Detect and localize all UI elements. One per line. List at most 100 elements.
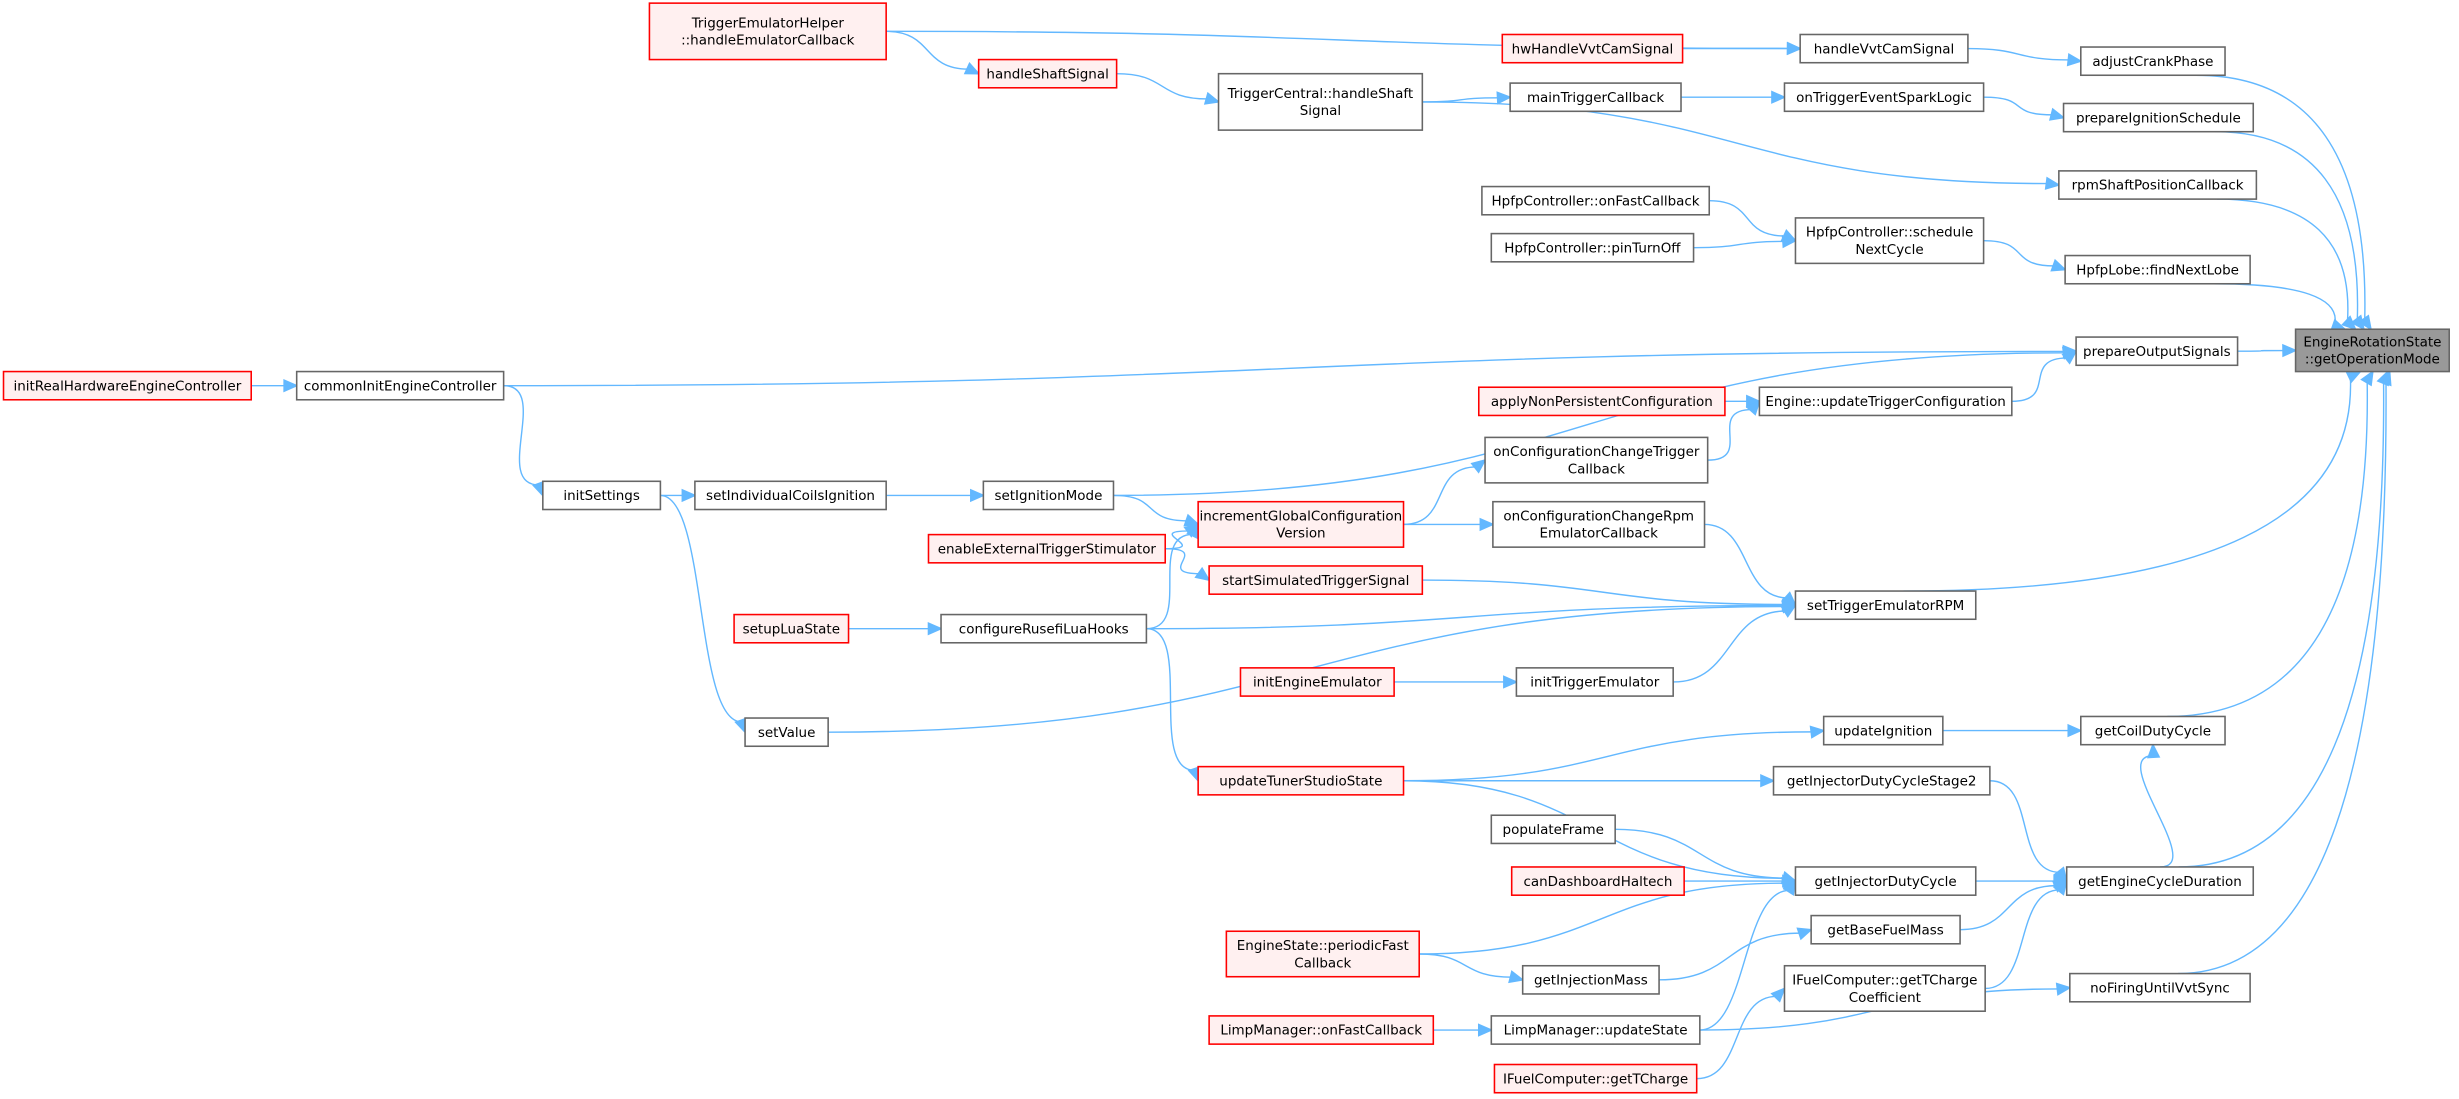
arrowhead-icon (1771, 90, 1787, 104)
node-limp-on-fast[interactable]: LimpManager::onFastCallback (1208, 1015, 1435, 1045)
node-get-injection-mass[interactable]: getInjectionMass (1521, 964, 1660, 995)
arrowhead-icon (681, 488, 697, 503)
edge-configure-lua-to-set-trigger-emulator-rpm (1146, 604, 1785, 630)
node-limp-update-state[interactable]: LimpManager::updateState (1490, 1015, 1701, 1045)
node-box (1758, 386, 2013, 417)
node-can-dashboard-haltech[interactable]: canDashboardHaltech (1510, 866, 1685, 896)
node-label: populateFrame (1503, 822, 1604, 838)
node-update-tuner-studio[interactable]: updateTunerStudioState (1197, 765, 1405, 796)
node-configure-lua[interactable]: configureRusefiLuaHooks (940, 613, 1148, 644)
node-get-engine-cycle-duration[interactable]: getEngineCycleDuration (2065, 866, 2255, 896)
node-on-trigger-event-spark-logic[interactable]: onTriggerEventSparkLogic (1783, 82, 1985, 113)
node-label: applyNonPersistentConfiguration (1491, 394, 1713, 410)
edge-get-injection-mass-to-get-base-fuel-mass (1659, 932, 1801, 981)
node-label: getBaseFuelMass (1827, 922, 1943, 938)
arrowhead-icon (2055, 982, 2072, 996)
arrowhead-icon (1508, 970, 1525, 984)
node-label: initSettings (563, 488, 640, 504)
node-set-value[interactable]: setValue (744, 717, 829, 748)
node-adjust-crank-phase[interactable]: adjustCrankPhase (2080, 46, 2226, 77)
edge-prepare-output-signals-to-root (2237, 349, 2285, 352)
node-get-coil-duty-cycle[interactable]: getCoilDutyCycle (2080, 715, 2226, 746)
node-get-tcharge[interactable]: IFuelComputer::getTCharge (1493, 1063, 1698, 1094)
node-init-trigger-emulator[interactable]: initTriggerEmulator (1515, 667, 1674, 697)
node-label: setupLuaState (743, 621, 840, 637)
node-prepare-ignition-schedule[interactable]: prepareIgnitionSchedule (2062, 102, 2255, 133)
node-box (1521, 964, 1660, 995)
node-label: handleShaftSignal (986, 66, 1108, 82)
node-box (1772, 765, 1991, 796)
node-box (1509, 82, 1682, 113)
node-root[interactable]: EngineRotationState::getOperationMode (2294, 328, 2451, 373)
edge-rpm-shaft-position-callback-to-root (2216, 198, 2349, 322)
arrowhead-icon (1203, 91, 1221, 105)
node-apply-non-persistent[interactable]: applyNonPersistentConfiguration (1477, 386, 1726, 417)
node-init-engine-emulator[interactable]: initEngineEmulator (1239, 667, 1395, 697)
node-update-trigger-config[interactable]: Engine::updateTriggerConfiguration (1758, 386, 2013, 417)
node-label: initRealHardwareEngineController (13, 378, 241, 394)
node-init-real-hw[interactable]: initRealHardwareEngineController (2, 370, 253, 401)
edge-tc-handle-shaft-to-rpm-shaft-position-callback (1422, 101, 2048, 185)
node-tc-handle-shaft[interactable]: TriggerCentral::handleShaftSignal (1217, 72, 1424, 131)
arrowhead-icon (1183, 513, 1200, 527)
node-box (744, 717, 829, 748)
node-box (648, 2, 887, 61)
node-box (1501, 33, 1684, 64)
node-box (1822, 715, 1944, 746)
edge-set-ignition-mode-to-prepare-output-signals (1113, 352, 2066, 497)
arrowhead-icon (2282, 343, 2298, 358)
node-label: Signal (1300, 103, 1341, 119)
arrowhead-icon (2350, 314, 2366, 331)
edge-find-next-lobe-to-root (2213, 283, 2336, 326)
node-box (1484, 436, 1709, 484)
node-prepare-output-signals[interactable]: prepareOutputSignals (2075, 336, 2239, 367)
node-set-individual-coils[interactable]: setIndividualCoilsIgnition (694, 480, 887, 511)
node-start-simulated[interactable]: startSimulatedTriggerSignal (1208, 565, 1424, 595)
node-rpm-shaft-position-callback[interactable]: rpmShaftPositionCallback (2058, 170, 2258, 200)
node-set-trigger-emulator-rpm[interactable]: setTriggerEmulatorRPM (1794, 590, 1977, 621)
arrowhead-icon (1745, 399, 1761, 416)
node-get-inj-stage2[interactable]: getInjectorDutyCycleStage2 (1772, 765, 1991, 796)
edge-hpfp-pin-turn-off-to-hpfp-schedule (1693, 240, 1785, 249)
node-label: startSimulatedTriggerSignal (1222, 573, 1409, 589)
edge-init-settings-to-set-value (660, 494, 742, 723)
node-label: Version (1276, 526, 1326, 542)
node-label: IFuelComputer::getTCharge (1503, 1071, 1688, 1087)
node-init-settings[interactable]: initSettings (542, 480, 662, 511)
edge-increment-global-to-on-config-trigger (1403, 466, 1477, 526)
node-get-injector-duty-cycle[interactable]: getInjectorDutyCycle (1794, 866, 1977, 896)
node-teh[interactable]: TriggerEmulatorHelper::handleEmulatorCal… (648, 2, 887, 61)
node-main-trigger-callback[interactable]: mainTriggerCallback (1509, 82, 1682, 113)
node-hpfp-on-fast[interactable]: HpfpController::onFastCallback (1481, 185, 1711, 216)
node-box (1515, 667, 1674, 697)
edge-teh-to-handle-shaft-signal (886, 30, 969, 70)
edge-adjust-crank-phase-to-root (2196, 74, 2366, 321)
node-enable-external[interactable]: enableExternalTriggerStimulator (927, 533, 1167, 564)
node-populate-frame[interactable]: populateFrame (1490, 814, 1616, 845)
node-setup-lua-state[interactable]: setupLuaState (733, 613, 850, 644)
node-find-next-lobe[interactable]: HpfpLobe::findNextLobe (2064, 254, 2251, 285)
node-set-ignition-mode[interactable]: setIgnitionMode (982, 480, 1115, 511)
node-handle-shaft-signal[interactable]: handleShaftSignal (977, 58, 1118, 89)
edge-hpfp-schedule-to-find-next-lobe (1983, 239, 2055, 267)
node-handle-vvt[interactable]: handleVvtCamSignal (1799, 33, 1969, 64)
edge-get-engine-cycle-duration-to-get-coil-duty-cycle (2139, 754, 2174, 868)
node-hw-handle-vvt[interactable]: hwHandleVvtCamSignal (1501, 33, 1684, 64)
node-common-init[interactable]: commonInitEngineController (295, 370, 505, 401)
node-update-ignition[interactable]: updateIgnition (1822, 715, 1944, 746)
node-box (1794, 590, 1977, 621)
arrowhead-icon (2044, 176, 2061, 190)
node-box (2075, 336, 2239, 367)
node-get-base-fuel-mass[interactable]: getBaseFuelMass (1810, 914, 1961, 945)
node-label: noFiringUntilVvtSync (2090, 980, 2230, 996)
edge-hpfp-on-fast-to-hpfp-schedule (1709, 199, 1786, 237)
node-hpfp-pin-turn-off[interactable]: HpfpController::pinTurnOff (1490, 232, 1695, 263)
edge-get-tcharge-coef-to-get-engine-cycle-duration (1985, 889, 2061, 990)
node-no-firing-until-vvt-sync[interactable]: noFiringUntilVvtSync (2069, 972, 2251, 1003)
